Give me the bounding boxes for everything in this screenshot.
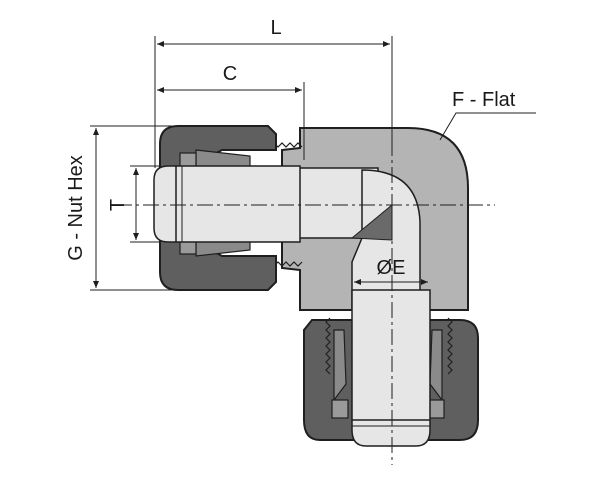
- dim-F-label: F - Flat: [452, 89, 516, 111]
- bottom-back-ferrule-left: [331, 399, 349, 419]
- dim-T-label: T: [107, 199, 129, 211]
- bottom-thread-right: [447, 317, 453, 375]
- left-tube: [153, 165, 301, 243]
- dim-E-label: ØE: [377, 257, 406, 279]
- bottom-front-ferrule-left: [333, 329, 347, 402]
- dim-F-leader: [439, 112, 536, 141]
- dim-L-label: L: [270, 17, 281, 39]
- left-back-ferrule-top: [179, 152, 197, 168]
- dim-G-label: G - Nut Hex: [65, 155, 87, 261]
- bottom-thread-left: [325, 317, 331, 375]
- dim-C-label: C: [223, 63, 237, 85]
- bottom-tube: [351, 289, 431, 447]
